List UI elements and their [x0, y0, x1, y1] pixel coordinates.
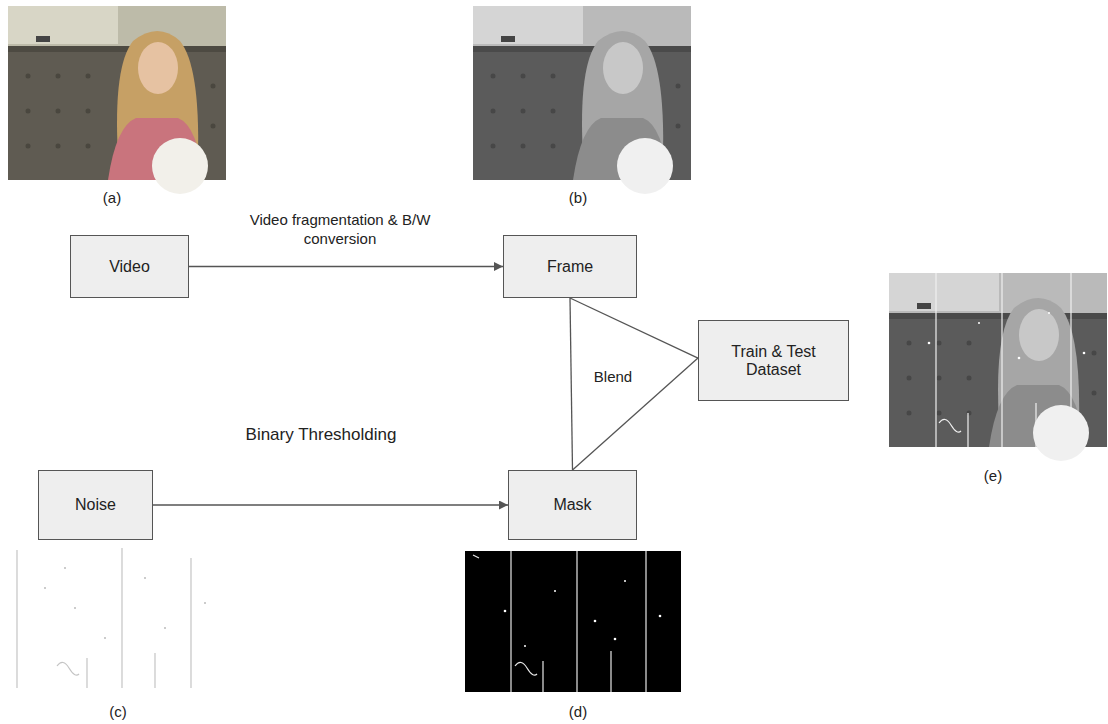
process-box: Mask: [508, 470, 637, 540]
box-text: Noise: [75, 496, 116, 514]
edge-label: Binary Thresholding: [211, 424, 431, 446]
figure-caption: (d): [548, 702, 608, 722]
edge-label: Video fragmentation & B/W conversion: [245, 210, 435, 249]
operation-label: Blend: [583, 367, 643, 387]
connector: [570, 298, 698, 358]
box-text: Mask: [553, 496, 591, 514]
connector: [153, 504, 508, 505]
process-box: Noise: [38, 470, 153, 540]
noise-image: [5, 548, 232, 690]
box-text: Frame: [547, 258, 593, 276]
figure-caption: (a): [82, 188, 142, 208]
box-text: Video: [109, 258, 150, 276]
box-text: Train & Test Dataset: [709, 343, 838, 379]
connector: [573, 358, 699, 470]
connector: [570, 298, 573, 470]
grayscale-photo: [473, 6, 691, 194]
process-box: Video: [70, 235, 189, 298]
figure-caption: (c): [88, 702, 148, 722]
connector: [189, 266, 503, 267]
blended-image: [889, 273, 1107, 461]
mask-image: [465, 551, 681, 692]
process-box: Train & Test Dataset: [698, 320, 849, 401]
figure-caption: (e): [963, 466, 1023, 486]
process-box: Frame: [503, 235, 637, 298]
figure-caption: (b): [548, 188, 608, 208]
color-photo: [8, 6, 226, 194]
